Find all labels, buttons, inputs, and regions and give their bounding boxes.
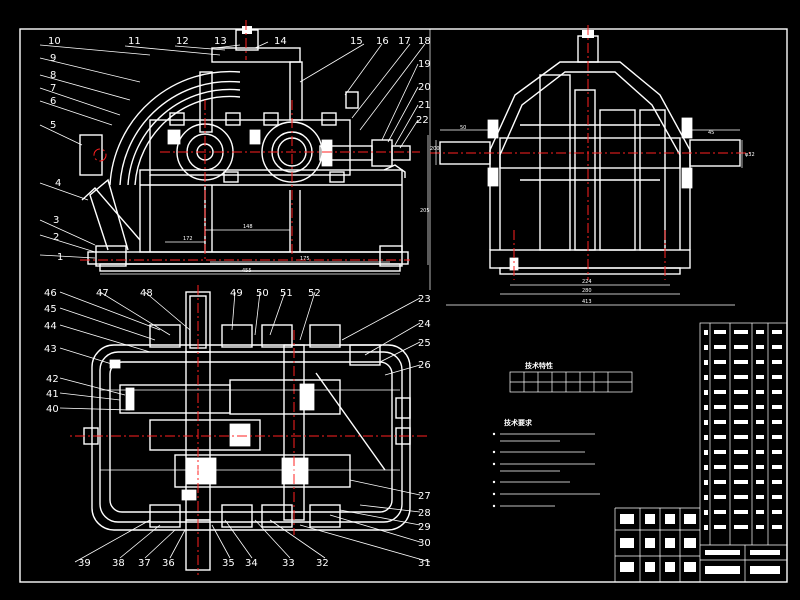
callout-51: 51: [280, 288, 293, 299]
callout-40: 40: [46, 404, 59, 415]
callout-49: 49: [230, 288, 243, 299]
tech-characteristics: 技术特性: [509, 361, 633, 393]
callout-41: 41: [46, 389, 59, 400]
parts-list-rows: [620, 330, 782, 574]
callout-17: 17: [398, 36, 411, 47]
dim-148: 148: [243, 224, 253, 230]
callout-2: 2: [53, 232, 59, 243]
callout-43: 43: [44, 344, 57, 355]
callout-32: 32: [316, 558, 329, 569]
callout-5: 5: [50, 120, 56, 131]
callout-45: 45: [44, 304, 57, 315]
callout-38: 38: [112, 558, 125, 569]
callout-35: 35: [222, 558, 235, 569]
callout-52: 52: [308, 288, 321, 299]
callout-48: 48: [140, 288, 153, 299]
callout-22: 22: [416, 115, 429, 126]
front-view: 172 148 455 175: [79, 20, 420, 275]
dim-205: 205: [420, 208, 430, 214]
callout-12: 12: [176, 36, 189, 47]
callout-23: 23: [418, 294, 431, 305]
callout-36: 36: [162, 558, 175, 569]
callout-19: 19: [418, 59, 431, 70]
callout-47: 47: [96, 288, 109, 299]
callout-33: 33: [282, 558, 295, 569]
callout-11: 11: [128, 36, 141, 47]
callout-4: 4: [55, 178, 61, 189]
callout-20: 20: [418, 82, 431, 93]
callout-28: 28: [418, 508, 431, 519]
tech-requirements-title: 技术要求: [504, 418, 533, 427]
callout-44: 44: [44, 321, 57, 332]
callout-27: 27: [418, 491, 431, 502]
callout-21: 21: [418, 100, 431, 111]
callout-31: 31: [418, 558, 431, 569]
front-view-callouts: 1 2 3 4 5 6 7 8 9 10 11 12 13 14 15 16 1…: [48, 36, 431, 263]
dim-50: 50: [460, 125, 466, 131]
callout-18: 18: [418, 36, 431, 47]
callout-24: 24: [418, 319, 431, 330]
callout-13: 13: [214, 36, 227, 47]
callout-29: 29: [418, 522, 431, 533]
dim-224: 224: [582, 279, 592, 285]
callout-42: 42: [46, 374, 59, 385]
callout-3: 3: [53, 215, 59, 226]
callout-50: 50: [256, 288, 269, 299]
tech-table-title: 技术特性: [525, 361, 553, 370]
callout-37: 37: [138, 558, 151, 569]
callout-46: 46: [44, 288, 57, 299]
dim-455: 455: [242, 268, 252, 274]
dim-175: 175: [300, 256, 310, 262]
parts-list: [614, 322, 788, 583]
callout-26: 26: [418, 360, 431, 371]
callout-30: 30: [418, 538, 431, 549]
dim-413: 413: [582, 299, 592, 305]
callout-39: 39: [78, 558, 91, 569]
front-view-leaders: [39, 41, 426, 259]
plan-view: [70, 285, 430, 575]
callout-9: 9: [50, 53, 56, 64]
dim-45: 45: [708, 130, 714, 136]
callout-1: 1: [57, 252, 63, 263]
dim-280: 280: [582, 288, 592, 294]
tech-requirements: 技术要求: [492, 418, 600, 508]
side-view: 50 45 φ32 200 205 224 280 413: [420, 25, 755, 306]
plan-view-leaders: [59, 291, 431, 563]
callout-10: 10: [48, 36, 61, 47]
dim-200: 200: [430, 146, 440, 152]
callout-25: 25: [418, 338, 431, 349]
drawing-frame: [19, 28, 788, 583]
callout-15: 15: [350, 36, 363, 47]
plan-view-callouts: 23 24 25 26 27 28 29 30 31 32 33 34 35 3…: [44, 288, 431, 569]
dim-phi32: φ32: [745, 152, 755, 158]
callout-16: 16: [376, 36, 389, 47]
callout-8: 8: [50, 70, 56, 81]
callout-34: 34: [245, 558, 258, 569]
dim-172: 172: [183, 236, 193, 242]
callout-7: 7: [50, 83, 56, 94]
callout-14: 14: [274, 36, 287, 47]
callout-6: 6: [50, 96, 56, 107]
